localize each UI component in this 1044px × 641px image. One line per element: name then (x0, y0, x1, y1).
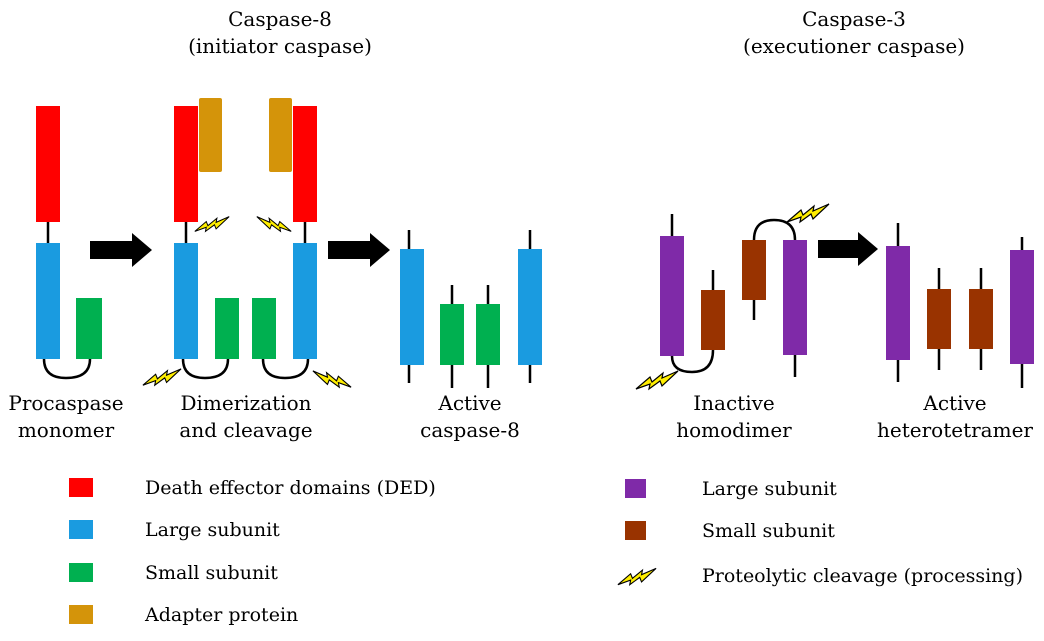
stage-label: Dimerization (180, 391, 311, 415)
arrow-right-icon (328, 233, 390, 267)
legend-label: Death effector domains (DED) (145, 477, 436, 499)
dimer-cleavage (142, 98, 352, 388)
stage-label: heterotetramer (877, 418, 1033, 442)
large-subunit (660, 236, 684, 356)
small-subunit (927, 289, 951, 349)
small-subunit (215, 298, 239, 359)
procaspase-monomer (36, 106, 102, 380)
ded-domain (293, 106, 317, 222)
lightning-bolt-icon (256, 216, 292, 232)
large-subunit (400, 249, 424, 365)
small-subunit (476, 304, 500, 365)
legend-swatch-adapter (69, 605, 93, 624)
legend-right: Large subunit Small subunit Proteolytic … (617, 478, 1023, 587)
stage-label: Inactive (693, 391, 774, 415)
lightning-bolt-icon (142, 368, 182, 386)
stage-label: Active (922, 391, 986, 415)
large-subunit (36, 243, 60, 359)
large-subunit (174, 243, 198, 359)
small-subunit (701, 290, 725, 350)
active-caspase8 (400, 230, 542, 388)
ded-domain (174, 106, 198, 222)
stage-label: Procaspase (8, 391, 123, 415)
legend-label: Large subunit (702, 478, 837, 500)
small-subunit (76, 298, 102, 359)
legend-swatch-small (69, 563, 93, 582)
arrow-right-icon (90, 233, 152, 267)
caspase3-subtitle: (executioner caspase) (743, 34, 965, 58)
stage-label: caspase-8 (420, 418, 520, 442)
large-subunit (783, 240, 807, 355)
lightning-bolt-icon (312, 370, 352, 388)
small-subunit (969, 289, 993, 349)
stage-label: and cleavage (179, 418, 312, 442)
large-subunit (886, 246, 910, 360)
large-subunit (293, 243, 317, 359)
legend-label: Small subunit (145, 562, 278, 584)
legend-label: Large subunit (145, 519, 280, 541)
adapter-protein (199, 98, 222, 172)
arrow-right-icon (818, 232, 878, 266)
adapter-protein (269, 98, 292, 172)
large-subunit (518, 249, 542, 365)
inactive-homodimer (635, 203, 830, 390)
legend-label: Small subunit (702, 520, 835, 542)
lightning-bolt-icon (635, 370, 679, 390)
small-subunit (252, 298, 276, 359)
stage-label: monomer (18, 418, 115, 442)
legend-swatch-large (69, 520, 93, 539)
legend-swatch-small (625, 521, 646, 540)
legend-label: Proteolytic cleavage (processing) (702, 565, 1023, 587)
small-subunit (440, 304, 464, 365)
stage-label: homodimer (676, 418, 792, 442)
stage-label: Active (437, 391, 501, 415)
legend-label: Adapter protein (144, 604, 298, 626)
active-heterotetramer (886, 223, 1034, 388)
caspase8-subtitle: (initiator caspase) (188, 34, 372, 58)
lightning-bolt-icon (786, 203, 830, 223)
legend-swatch-large (625, 479, 646, 498)
lightning-bolt-icon (617, 567, 657, 586)
caspase8-title: Caspase-8 (228, 7, 332, 31)
small-subunit (742, 240, 766, 300)
legend-swatch-ded (69, 478, 93, 497)
caspase3-title: Caspase-3 (802, 7, 906, 31)
ded-domain (36, 106, 60, 222)
lightning-bolt-icon (194, 216, 230, 232)
legend-left: Death effector domains (DED) Large subun… (69, 477, 436, 626)
large-subunit (1010, 250, 1034, 364)
